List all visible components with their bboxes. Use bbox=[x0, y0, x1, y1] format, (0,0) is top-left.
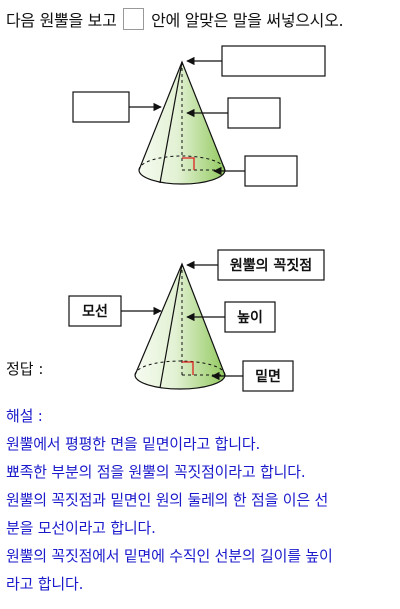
question-part2: 안에 알맞은 말을 써넣으시오. bbox=[151, 11, 344, 30]
explanation-line: 라고 합니다. bbox=[6, 575, 84, 593]
explanation-line: 분을 모선이라고 합니다. bbox=[6, 519, 156, 537]
answer-apex-label: 원뿔의 꼭짓점 bbox=[230, 257, 312, 274]
explanation-line: 원뿔에서 평평한 면을 밑면이라고 합니다. bbox=[6, 435, 261, 453]
blank-box-icon bbox=[123, 8, 145, 30]
answer-cone bbox=[134, 262, 226, 390]
explanation-line: 원뿔의 꼭짓점에서 밑면에 수직인 선분의 길이를 높이 bbox=[6, 547, 333, 565]
answer-box-slant bbox=[68, 295, 122, 327]
blank-box-apex bbox=[221, 45, 326, 77]
explanation-line: 뾰족한 부분의 점을 원뿔의 꼭짓점이라고 합니다. bbox=[6, 463, 306, 481]
explanation-label: 해설 : bbox=[6, 407, 43, 425]
answer-height-label: 높이 bbox=[237, 309, 263, 326]
answer-box-height bbox=[224, 301, 276, 333]
question-part1: 다음 원뿔을 보고 bbox=[6, 11, 117, 30]
answer-base-label: 밑면 bbox=[255, 368, 281, 385]
answer-box-base bbox=[242, 360, 294, 392]
blank-box-base bbox=[244, 155, 298, 187]
answer-box-apex bbox=[217, 249, 325, 281]
explanation: 해설 : 원뿔에서 평평한 면을 밑면이라고 합니다. 뾰족한 부분의 점을 원… bbox=[6, 402, 398, 598]
blank-box-slant bbox=[72, 91, 130, 123]
question-cone bbox=[138, 60, 226, 185]
right-angle-mark-answer bbox=[182, 361, 194, 375]
answer-slant-label: 모선 bbox=[82, 304, 108, 320]
right-angle-mark bbox=[182, 157, 195, 170]
blank-box-height bbox=[227, 97, 281, 129]
question-text: 다음 원뿔을 보고 안에 알맞은 말을 써넣으시오. bbox=[6, 8, 344, 33]
answer-label: 정답 : bbox=[6, 360, 44, 378]
explanation-line: 원뿔의 꼭짓점과 밑면인 원의 둘레의 한 점을 이은 선 bbox=[6, 491, 329, 509]
